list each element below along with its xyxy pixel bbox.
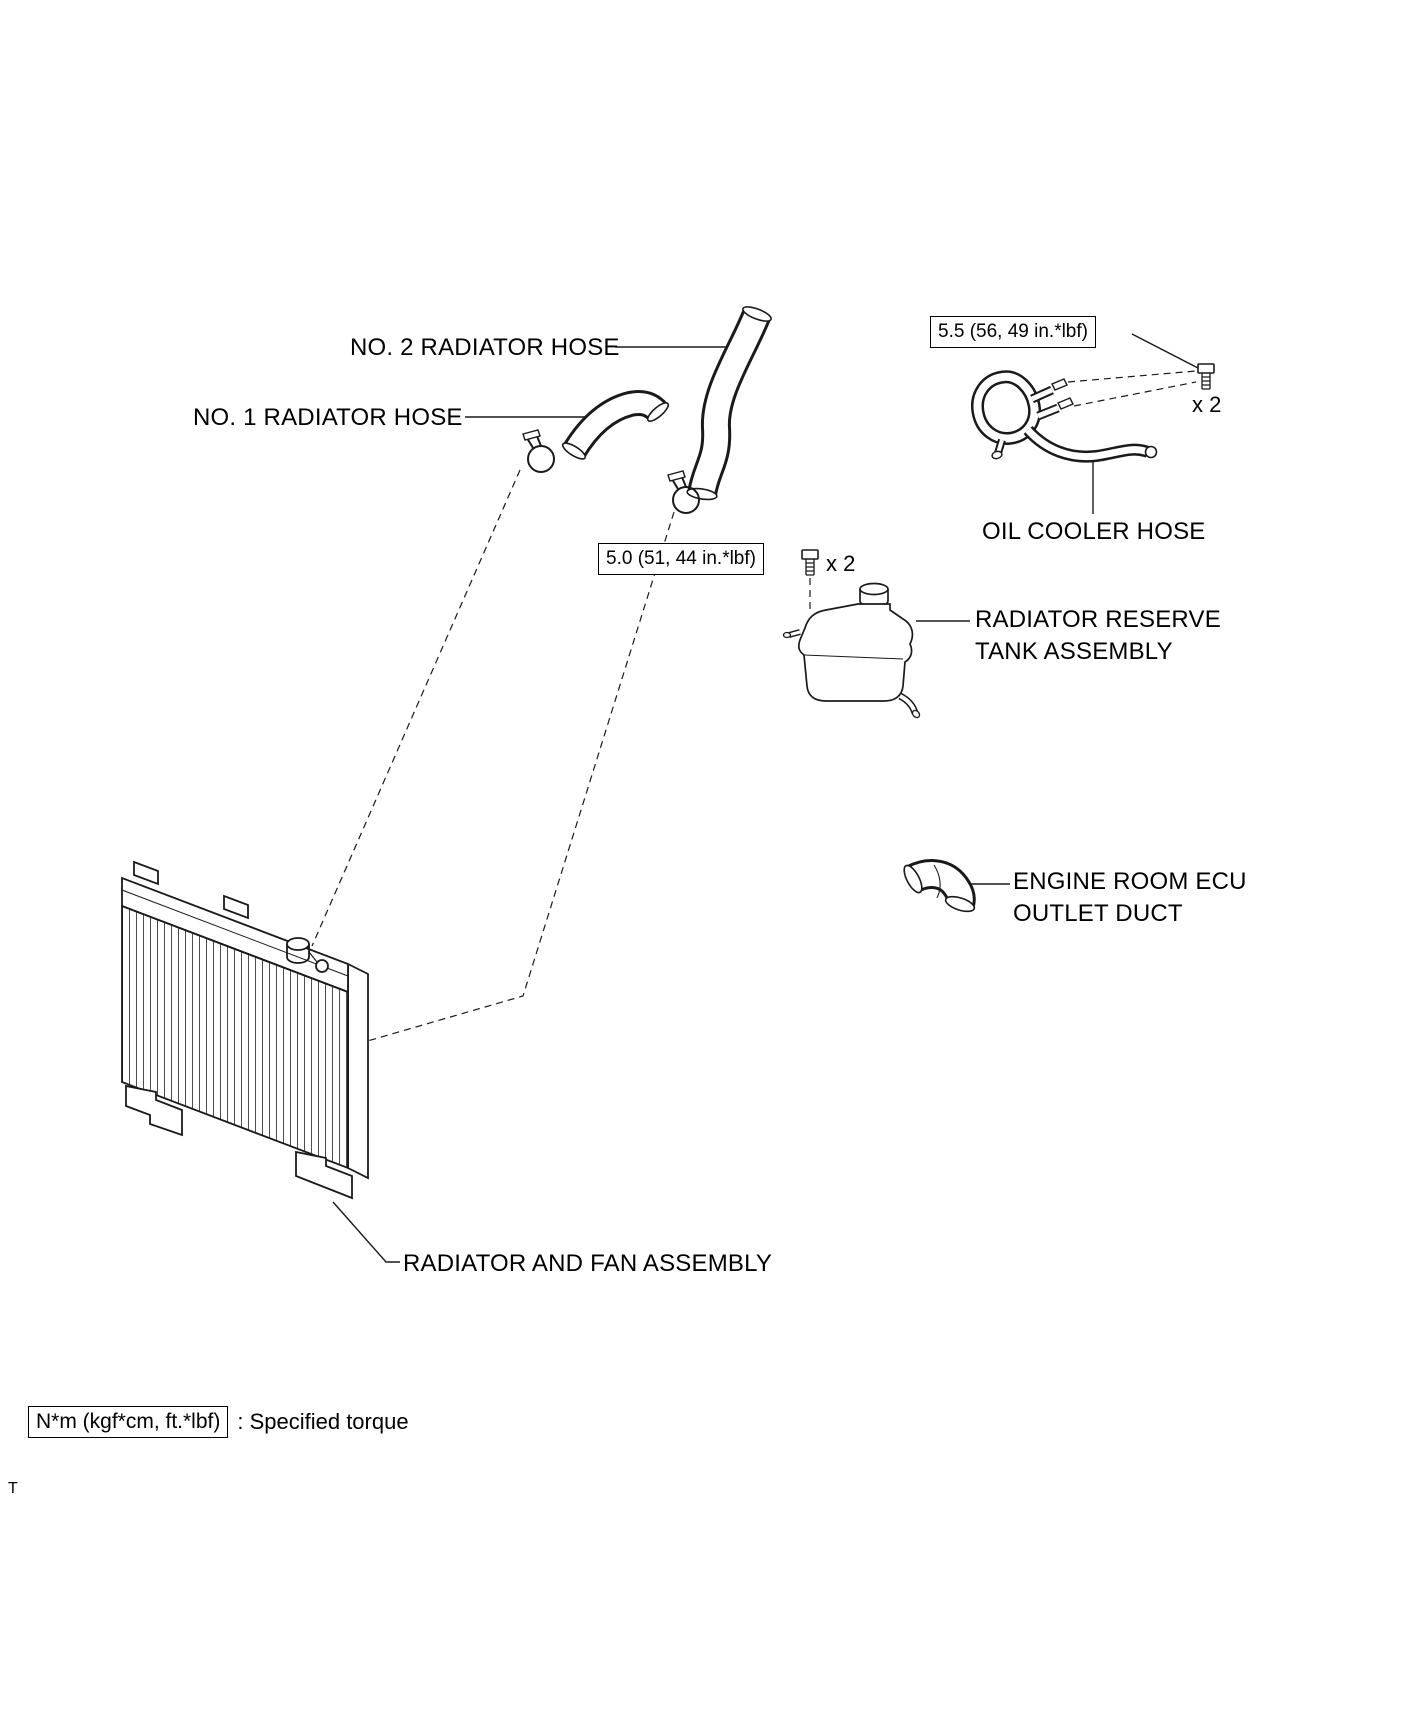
hose-clamp-icon bbox=[522, 429, 555, 473]
bolt-count-reserve-tank: x 2 bbox=[826, 551, 856, 576]
oil-cooler-hose-drawing bbox=[971, 370, 1158, 463]
hose-clamp-icon bbox=[667, 470, 700, 514]
label-no1-radiator-hose: NO. 1 RADIATOR HOSE bbox=[193, 404, 463, 431]
dashed-association-lines bbox=[311, 370, 1197, 1043]
torque-spec-reserve-tank: 5.0 (51, 44 in.*lbf) bbox=[598, 543, 764, 575]
bolt-icon bbox=[801, 549, 819, 576]
ecu-outlet-duct-drawing bbox=[903, 859, 976, 913]
reserve-tank-drawing bbox=[782, 582, 921, 719]
page-corner-mark: T bbox=[8, 1480, 18, 1497]
no1-radiator-hose-drawing bbox=[561, 390, 670, 460]
no2-radiator-hose-drawing bbox=[686, 306, 772, 501]
bolt-icon bbox=[1197, 363, 1215, 390]
label-radiator-reserve-tank: RADIATOR RESERVE TANK ASSEMBLY bbox=[975, 606, 1221, 666]
torque-spec-oil-cooler-hose: 5.5 (56, 49 in.*lbf) bbox=[930, 316, 1096, 348]
torque-legend-text: : Specified torque bbox=[237, 1409, 409, 1434]
label-no2-radiator-hose: NO. 2 RADIATOR HOSE bbox=[350, 334, 620, 361]
label-radiator-and-fan-assembly: RADIATOR AND FAN ASSEMBLY bbox=[403, 1250, 773, 1277]
leader-lines bbox=[332, 333, 1199, 1263]
radiator-drawing bbox=[121, 860, 369, 1200]
label-engine-room-ecu-outlet-duct: ENGINE ROOM ECU OUTLET DUCT bbox=[1013, 868, 1247, 928]
torque-legend: N*m (kgf*cm, ft.*lbf) : Specified torque bbox=[28, 1406, 409, 1438]
label-oil-cooler-hose: OIL COOLER HOSE bbox=[982, 518, 1206, 545]
bolt-count-oil-cooler: x 2 bbox=[1192, 392, 1222, 417]
torque-unit-box: N*m (kgf*cm, ft.*lbf) bbox=[28, 1406, 229, 1438]
